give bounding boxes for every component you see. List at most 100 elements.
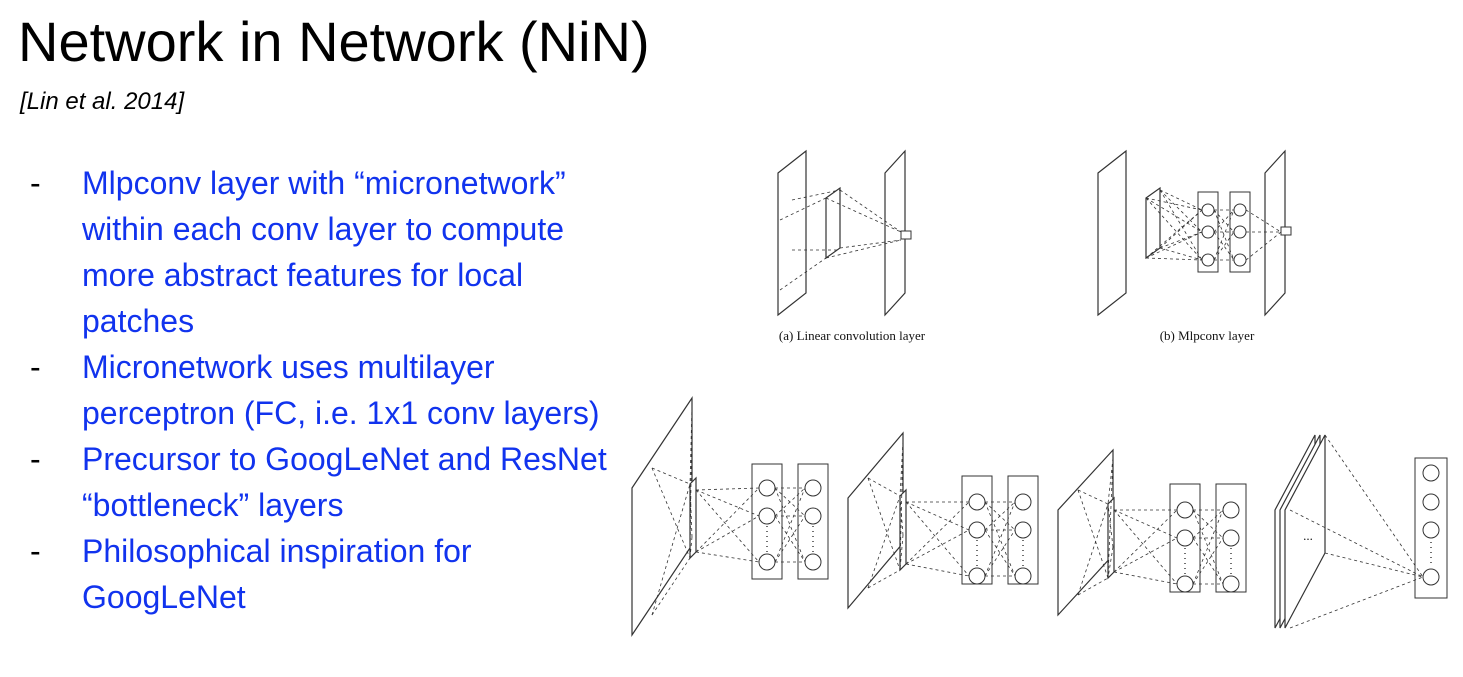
connection-line	[1107, 457, 1114, 505]
ellipsis-label: ...	[1303, 528, 1313, 543]
connection-line	[1192, 509, 1224, 585]
connection-line	[867, 477, 901, 571]
output-feature-map	[884, 149, 906, 317]
connection-line	[689, 483, 693, 538]
input-feature-map	[777, 149, 807, 317]
input-feature-map	[1097, 149, 1127, 317]
connection-line	[905, 563, 970, 577]
input-feature-map	[847, 431, 904, 610]
connection-line	[825, 197, 902, 233]
output-unit	[1280, 226, 1292, 236]
neuron-node	[804, 479, 822, 497]
connection-line	[695, 551, 760, 563]
neuron-node	[1014, 521, 1032, 539]
neuron-node	[1176, 501, 1194, 519]
connection-line	[1113, 509, 1178, 585]
connection-line	[689, 405, 693, 559]
connection-line	[779, 197, 827, 221]
bullet-dash: -	[30, 349, 41, 385]
connection-line	[774, 487, 806, 563]
neuron-node	[758, 553, 776, 571]
connection-line	[1113, 509, 1178, 573]
output-feature-map	[1264, 149, 1286, 317]
connection-line	[1145, 197, 1203, 233]
neuron-node	[1422, 521, 1440, 539]
neuron-node	[1422, 464, 1440, 482]
neuron-node	[968, 521, 986, 539]
connection-line	[695, 489, 760, 517]
neuron-node	[968, 493, 986, 511]
connection-line	[867, 569, 901, 589]
mlpconv-diagram	[1097, 149, 1292, 317]
linear-conv-diagram	[777, 149, 912, 317]
connection-line	[1245, 231, 1282, 261]
bullet-item: -Precursor to GoogLeNet and ResNet “bott…	[20, 436, 640, 528]
connection-line	[984, 501, 1016, 577]
connection-line	[1113, 509, 1178, 539]
citation: [Lin et al. 2014]	[20, 88, 185, 115]
connection-line	[1213, 209, 1235, 261]
connection-line	[867, 495, 901, 589]
neuron-node	[1233, 203, 1247, 217]
connection-line	[791, 189, 841, 201]
connection-line	[1324, 434, 1424, 578]
connection-line	[1107, 457, 1114, 579]
bullet-text: Micronetwork uses multilayer perceptron …	[82, 349, 600, 431]
connection-line	[651, 467, 691, 485]
connection-line	[1245, 209, 1282, 233]
connection-line	[1145, 209, 1203, 259]
connection-line	[1145, 197, 1203, 261]
neuron-node	[758, 479, 776, 497]
neuron-node	[1014, 493, 1032, 511]
connection-line	[905, 501, 970, 531]
connection-line	[1145, 231, 1203, 259]
connection-line	[1107, 546, 1114, 579]
neuron-node	[1201, 203, 1215, 217]
connection-line	[905, 529, 970, 565]
neuron-node	[1222, 529, 1240, 547]
neuron-node	[1201, 253, 1215, 267]
connection-line	[1159, 247, 1203, 261]
neuron-node	[1233, 253, 1247, 267]
connection-line	[651, 467, 691, 559]
receptive-patch	[899, 488, 907, 572]
connection-line	[1077, 503, 1109, 596]
bullet-item: - Micronetwork uses multilayer perceptron…	[20, 344, 640, 436]
neuron-node	[758, 507, 776, 525]
neuron-node	[1176, 529, 1194, 547]
connection-line	[695, 489, 760, 563]
neuron-node	[1233, 225, 1247, 239]
neuron-node	[1222, 575, 1240, 593]
connection-line	[1289, 509, 1424, 578]
connection-line	[839, 189, 902, 233]
connection-line	[1159, 189, 1203, 233]
connection-line	[774, 487, 806, 563]
connection-line	[695, 487, 760, 491]
connection-line	[984, 501, 1016, 577]
connection-line	[774, 487, 806, 517]
connection-line	[905, 501, 970, 577]
output-unit	[900, 230, 912, 240]
connection-line	[1159, 189, 1203, 261]
slide-title: Network in Network (NiN)	[18, 10, 650, 73]
connection-line	[899, 495, 904, 536]
connection-line	[1113, 571, 1178, 585]
neuron-node	[1222, 501, 1240, 519]
neuron-node	[1422, 568, 1440, 586]
connection-line	[1159, 209, 1203, 249]
connection-line	[1324, 552, 1424, 578]
neuron-node	[1422, 493, 1440, 511]
neuron-node	[804, 553, 822, 571]
connection-line	[839, 239, 902, 249]
bullet-text: Mlpconv layer with “micronetwork” within…	[82, 165, 566, 339]
connection-line	[695, 487, 760, 553]
input-feature-map	[1057, 448, 1114, 617]
bullet-dash: -	[30, 533, 41, 569]
connection-line	[1107, 503, 1114, 548]
connection-line	[905, 501, 970, 565]
neuron-node	[1201, 225, 1215, 239]
bullet-item: -Philosophical inspiration for GoogLeNet	[20, 528, 640, 620]
neuron-node	[804, 507, 822, 525]
connection-line	[1289, 576, 1424, 629]
receptive-patch	[825, 186, 841, 260]
